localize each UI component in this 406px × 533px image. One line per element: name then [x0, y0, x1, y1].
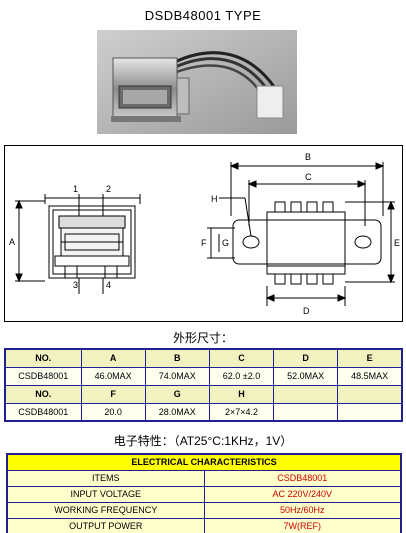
label-e: E	[394, 238, 400, 248]
label-h: H	[211, 194, 218, 204]
table-cell: G	[144, 384, 210, 404]
table-cell: 48.5MAX	[337, 366, 403, 386]
product-photo	[97, 30, 297, 134]
table-row: NO. A B C D E	[4, 348, 403, 368]
table-cell: F	[80, 384, 146, 404]
label-d: D	[303, 306, 310, 316]
table-cell	[273, 402, 339, 422]
table-row: CSDB48001 46.0MAX 74.0MAX 62.0 ±2.0 52.0…	[4, 366, 403, 386]
page-title: DSDB48001 TYPE	[144, 8, 262, 23]
dimensions-table: NO. A B C D E CSDB48001 46.0MAX 74.0MAX …	[4, 348, 403, 422]
electrical-heading: 电子特性：（AT25°C:1KHz，1V）	[113, 434, 293, 448]
table-cell: 52.0MAX	[273, 366, 339, 386]
table-cell: OUTPUT POWER	[6, 517, 205, 533]
table-row: WORKING FREQUENCY 50Hz/60Hz	[6, 501, 402, 519]
table-row: INPUT VOLTAGE AC 220V/240V	[6, 485, 402, 503]
table-cell: INPUT VOLTAGE	[6, 485, 205, 503]
table-cell: A	[80, 348, 146, 368]
technical-drawing: A B C D E F G H 1 2 3 4	[4, 145, 403, 322]
table-cell: NO.	[4, 348, 82, 368]
electrical-table: ELECTRICAL CHARACTERISTICS ITEMS CSDB480…	[6, 453, 402, 533]
table-row: NO. F G H	[4, 384, 403, 404]
pin-1-label: 1	[73, 184, 78, 194]
label-g: G	[222, 238, 229, 248]
dimensions-heading: 外形尺寸：	[172, 331, 233, 345]
table-cell: E	[337, 348, 403, 368]
table-cell: CSDB48001	[4, 402, 82, 422]
table-cell: CSDB48001	[4, 366, 82, 386]
pin-2-label: 2	[106, 184, 111, 194]
table-cell: B	[144, 348, 210, 368]
table-cell: 74.0MAX	[144, 366, 210, 386]
table-cell: H	[208, 384, 275, 404]
label-f: F	[201, 238, 207, 248]
table-row: CSDB48001 20.0 28.0MAX 2×7×4.2	[4, 402, 403, 422]
label-b: B	[305, 152, 311, 162]
table-cell	[337, 384, 403, 404]
table-cell	[337, 402, 403, 422]
pin-4-label: 4	[106, 280, 111, 290]
table-cell: ITEMS	[6, 469, 205, 487]
table-cell: AC 220V/240V	[203, 485, 402, 503]
table-cell: 20.0	[80, 402, 146, 422]
table-cell: 28.0MAX	[144, 402, 210, 422]
table-row: ITEMS CSDB48001	[6, 469, 402, 487]
table-cell: CSDB48001	[203, 469, 402, 487]
table-caption-row: ELECTRICAL CHARACTERISTICS	[6, 453, 402, 471]
label-c: C	[305, 172, 312, 182]
table-cell: 46.0MAX	[80, 366, 146, 386]
table-cell	[273, 384, 339, 404]
table-row: OUTPUT POWER 7W(REF)	[6, 517, 402, 533]
label-a: A	[9, 237, 15, 247]
table-cell: 50Hz/60Hz	[203, 501, 402, 519]
table-cell: 7W(REF)	[203, 517, 402, 533]
table-caption: ELECTRICAL CHARACTERISTICS	[6, 453, 402, 471]
pin-3-label: 3	[73, 280, 78, 290]
table-cell: D	[273, 348, 339, 368]
table-cell: WORKING FREQUENCY	[6, 501, 205, 519]
table-cell: C	[208, 348, 275, 368]
table-cell: 62.0 ±2.0	[208, 366, 275, 386]
table-cell: NO.	[4, 384, 82, 404]
table-cell: 2×7×4.2	[208, 402, 275, 422]
